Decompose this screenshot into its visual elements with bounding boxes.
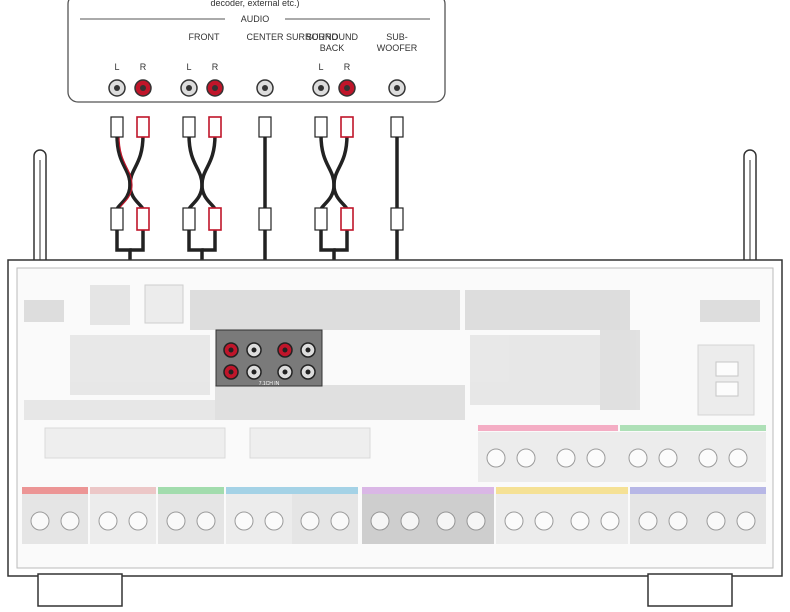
pair1-r-label: R <box>140 62 147 72</box>
source-jack-sb-l <box>312 79 330 97</box>
source-jack-center <box>256 79 274 97</box>
antenna-right <box>743 149 757 271</box>
source-jack-sb-r <box>338 79 356 97</box>
source-jack-r1 <box>134 79 152 97</box>
source-jack-subwoofer <box>388 79 406 97</box>
subwoofer-label: SUB-WOOFER <box>377 32 418 53</box>
seven-one-ch-in-label: 7.1CH IN <box>259 381 280 387</box>
front-label: FRONT <box>189 32 220 42</box>
speaker-terminal-sections <box>22 425 766 544</box>
source-jack-front-l <box>180 79 198 97</box>
antenna-left <box>33 149 47 271</box>
rear-panel-top-row <box>24 284 760 416</box>
pair1-l-label: L <box>114 62 119 72</box>
source-device-panel: decoder, external etc.) AUDIO FRONT CENT… <box>67 0 446 103</box>
seven-one-ch-input-block: 7.1CH IN <box>215 329 323 387</box>
source-jack-l1 <box>108 79 126 97</box>
surround-back-r-label: R <box>344 62 351 72</box>
audio-group-label: AUDIO <box>241 14 270 24</box>
source-caption: decoder, external etc.) <box>210 0 299 8</box>
front-l-label: L <box>186 62 191 72</box>
rca-plugs-middle <box>110 207 404 231</box>
surround-label: SURROUND <box>286 32 339 42</box>
rear-panel-middle-row <box>24 330 640 459</box>
center-label: CENTER <box>246 32 284 42</box>
rca-plugs-top <box>110 116 404 138</box>
front-r-label: R <box>212 62 219 72</box>
surround-back-l-label: L <box>318 62 323 72</box>
source-jack-front-r <box>206 79 224 97</box>
